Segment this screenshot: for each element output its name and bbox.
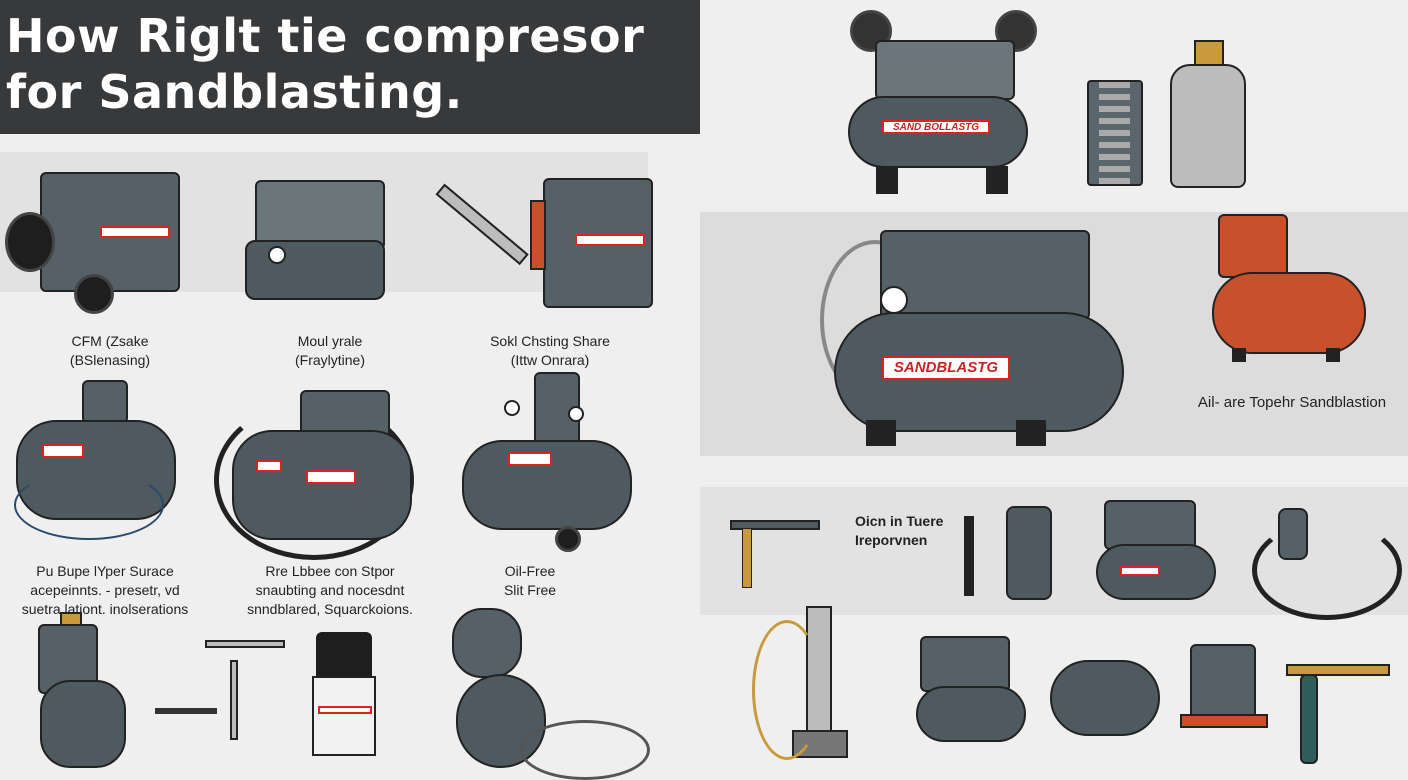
caption-model: Moul yrale(Fraylytine) bbox=[294, 333, 365, 368]
valve-illustration bbox=[964, 516, 974, 596]
caption-share: Sokl Chsting Share(Ittw Onrara) bbox=[490, 333, 610, 368]
tank-label-top: SAND BOLLASTG bbox=[882, 120, 990, 134]
caption-featured: Ail- are Topehr Sandblastion bbox=[1197, 394, 1387, 411]
title-line-1: How Riglt tie compresor bbox=[6, 9, 645, 63]
title-line-2: for Sandblasting. bbox=[6, 65, 463, 119]
tank-label-featured: SANDBLASTG bbox=[882, 356, 1010, 380]
filter-tank-illustration bbox=[1006, 506, 1052, 600]
air-tank-illustration bbox=[1050, 660, 1160, 736]
caption-cfm: CFM (Zsake(BSlenasing) bbox=[69, 333, 151, 368]
